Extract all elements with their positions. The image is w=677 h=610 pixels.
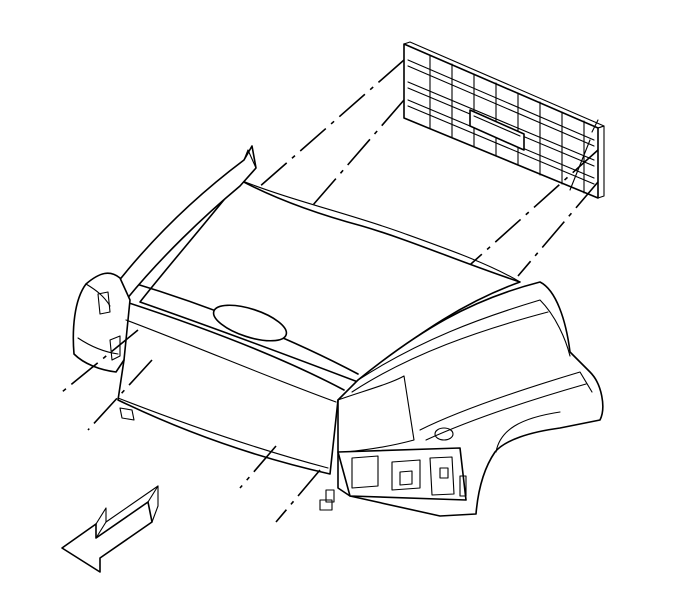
front-direction-arrow [61,485,159,573]
radiator-support [117,319,339,511]
fender-right [325,281,604,517]
alignment-lines-grille [257,59,599,277]
alignment-lines-front [61,329,321,523]
headlamp-housing [337,447,467,501]
grille-panel [403,41,605,199]
hood-panel [109,145,521,391]
fender-left [72,272,131,373]
